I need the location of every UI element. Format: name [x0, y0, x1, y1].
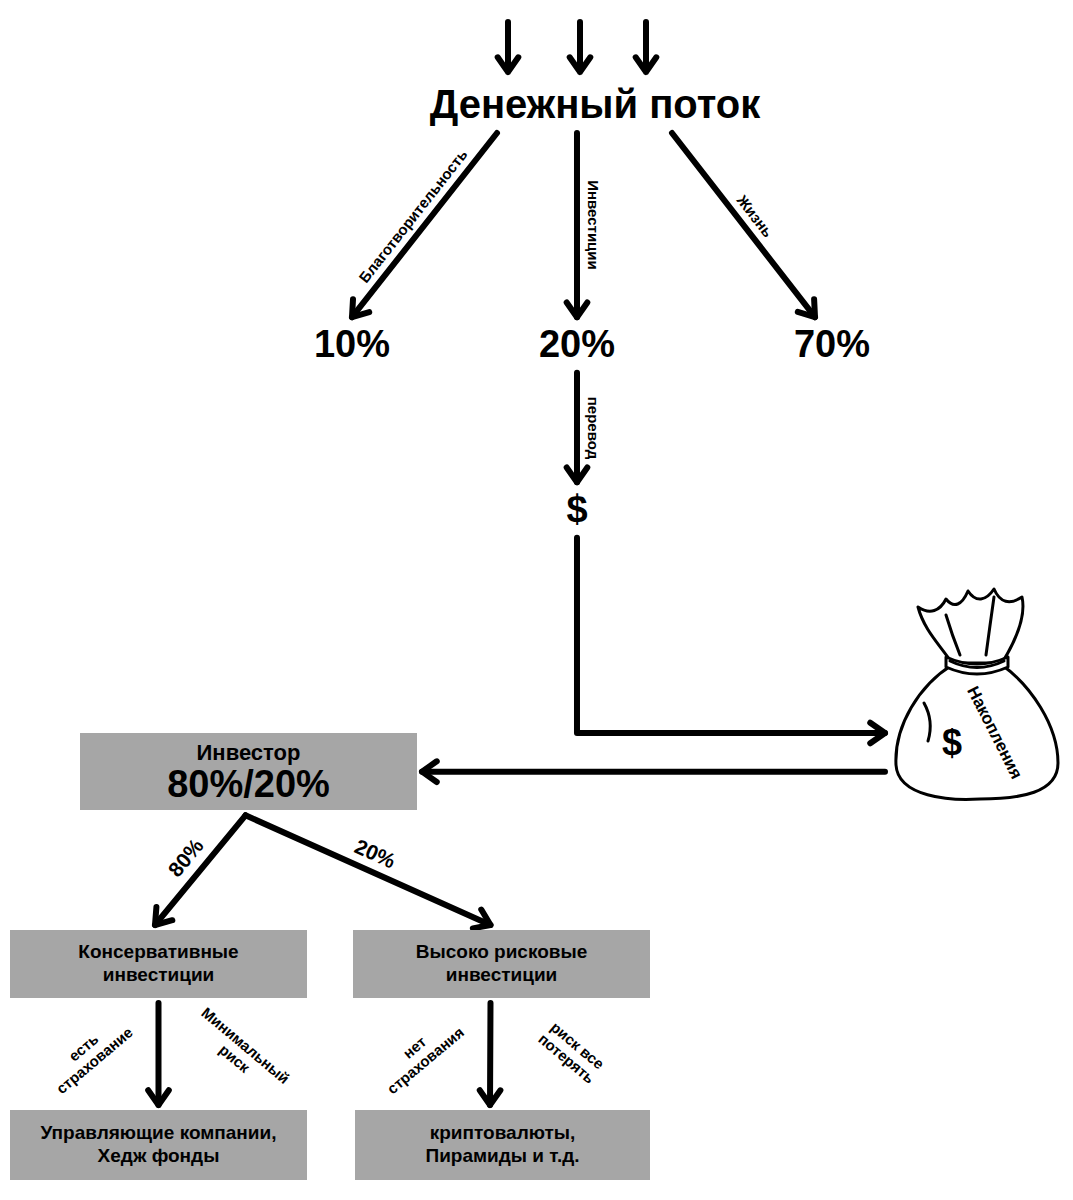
percent-value: 20% — [539, 322, 615, 368]
node-text: 20% — [539, 322, 615, 368]
node-text: Инвестор — [197, 740, 301, 765]
category-box: Консервативные инвестиции — [10, 930, 307, 998]
edge-label: Инвестиции — [584, 180, 601, 270]
node-text: 80%/20% — [167, 765, 330, 803]
flow-arrow — [577, 538, 885, 744]
arrow-head — [870, 723, 885, 744]
arrow-line — [246, 815, 491, 925]
edge-label: 80% — [163, 834, 208, 882]
category-box: Высоко рисковые инвестиции — [353, 930, 650, 998]
flow-arrow — [246, 815, 491, 928]
arrow-head — [422, 761, 437, 782]
arrow-line — [156, 1003, 162, 1105]
node-text: Денежный поток — [430, 80, 761, 128]
arrow-line — [577, 538, 885, 733]
bag-top — [918, 589, 1023, 663]
bag-fold — [946, 597, 994, 655]
arrow-line — [672, 133, 815, 317]
arrow-head — [798, 299, 815, 317]
flow-arrow — [567, 373, 588, 482]
arrow-head — [480, 1090, 501, 1105]
investor-box: Инвестор80%/20% — [80, 733, 417, 810]
arrow-line — [574, 133, 580, 317]
bag-symbol: $ — [942, 723, 962, 763]
flow-arrow — [422, 761, 885, 782]
edge-label: перевод — [584, 396, 601, 458]
incoming-arrow — [570, 22, 591, 72]
flow-arrow — [567, 133, 588, 317]
arrow-head — [148, 1090, 169, 1105]
arrow-line — [574, 373, 580, 482]
flow-arrow — [148, 1003, 169, 1105]
example-box: криптовалюты, Пирамиды и т.д. — [355, 1110, 650, 1180]
arrow-head — [567, 302, 588, 317]
node-text: Управляющие компании, Хедж фонды — [20, 1122, 297, 1168]
node-text: 10% — [314, 322, 390, 368]
flow-heading: Денежный поток — [430, 80, 761, 128]
node-text: Консервативные инвестиции — [49, 941, 269, 987]
incoming-arrows — [498, 22, 657, 72]
percent-value: 70% — [794, 322, 870, 368]
example-box: Управляющие компании, Хедж фонды — [10, 1110, 307, 1180]
dollar-sign: $ — [566, 487, 587, 533]
flow-arrow — [352, 133, 497, 317]
arrow-head — [155, 907, 172, 925]
edge-label: Благотворительность — [355, 146, 470, 286]
flow-arrow — [480, 1003, 501, 1105]
incoming-arrow — [636, 22, 657, 72]
money-bag: $Накопления — [890, 585, 1065, 805]
arrow-line — [487, 1003, 494, 1105]
arrow-line — [352, 133, 497, 317]
arrow-head — [352, 299, 369, 317]
node-text: криптовалюты, Пирамиды и т.д. — [403, 1122, 603, 1168]
bag-fold — [924, 703, 930, 741]
risk-note: Минимальный риск — [185, 1002, 295, 1102]
percent-value: 10% — [314, 322, 390, 368]
arrow-line — [155, 815, 246, 925]
edge-label: Жизнь — [734, 191, 777, 240]
node-text: Высоко рисковые инвестиции — [392, 941, 612, 987]
risk-note: риск все потерять — [517, 1002, 627, 1102]
arrow-head — [567, 467, 588, 482]
bag-tie-rope — [950, 661, 1004, 668]
edge-label: 20% — [351, 834, 399, 873]
incoming-arrow — [498, 22, 519, 72]
flow-arrow — [672, 133, 815, 317]
edge-label: есть страхование — [33, 1004, 143, 1104]
node-text: $ — [566, 487, 587, 533]
bag-tie — [946, 657, 1008, 674]
flow-arrow — [155, 815, 246, 925]
arrow-line — [422, 769, 885, 775]
bag-body — [896, 665, 1058, 799]
bag-outline — [896, 589, 1058, 799]
arrow-head — [473, 910, 491, 929]
node-text: 70% — [794, 322, 870, 368]
edge-label: нет страхования — [365, 1004, 475, 1104]
